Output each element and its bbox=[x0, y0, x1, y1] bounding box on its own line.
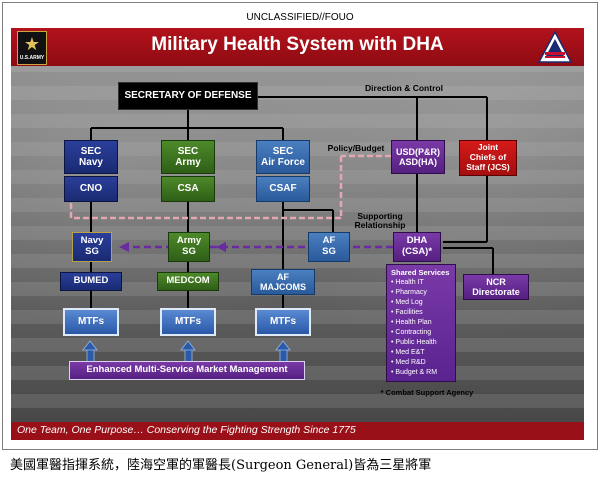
csa-box: CSA bbox=[161, 176, 215, 202]
mtf-army-box: MTFs bbox=[160, 308, 216, 336]
navy-sg-box: Navy SG bbox=[72, 232, 112, 262]
shared-service-item: • Facilities bbox=[391, 309, 423, 316]
sec-navy-box: SEC Navy bbox=[64, 140, 118, 174]
shared-service-item: • Med R&D bbox=[391, 359, 426, 366]
jcs-box: Joint Chiefs of Staff (JCS) bbox=[459, 140, 517, 176]
shared-service-item: • Med E&T bbox=[391, 349, 425, 356]
image-caption: 美國軍醫指揮系統，陸海空軍的軍醫長(Surgeon General)皆為三星將軍 bbox=[10, 458, 432, 473]
mtf-af-box: MTFs bbox=[255, 308, 311, 336]
sec-air-force-box: SEC Air Force bbox=[256, 140, 310, 174]
title-banner: Military Health System with DHA bbox=[11, 28, 584, 66]
bumed-box: BUMED bbox=[60, 272, 122, 291]
army-sg-box: Army SG bbox=[168, 232, 210, 262]
ncr-directorate-box: NCR Directorate bbox=[463, 274, 529, 300]
diagram-area: SECRETARY OF DEFENSE SEC Navy SEC Army S… bbox=[11, 66, 584, 422]
usd-asd-box: USD(P&R) ASD(HA) bbox=[391, 140, 445, 174]
combat-support-agency-note: * Combat Support Agency bbox=[380, 388, 474, 397]
shared-service-item: • Med Log bbox=[391, 299, 423, 306]
af-majcoms-box: AF MAJCOMS bbox=[251, 269, 315, 295]
shared-services-list: Shared Services • Health IT • Pharmacy •… bbox=[386, 264, 456, 382]
footer-motto: One Team, One Purpose… Conserving the Fi… bbox=[17, 424, 356, 436]
shared-service-item: • Health Plan bbox=[391, 319, 432, 326]
af-sg-box: AF SG bbox=[308, 232, 350, 262]
medcom-box: MEDCOM bbox=[157, 272, 219, 291]
csaf-box: CSAF bbox=[256, 176, 310, 202]
footer-banner: One Team, One Purpose… Conserving the Fi… bbox=[11, 422, 584, 440]
policy-budget-label: Policy/Budget bbox=[327, 143, 385, 153]
slide-title: Military Health System with DHA bbox=[151, 34, 444, 55]
cno-box: CNO bbox=[64, 176, 118, 202]
enhanced-market-management-box: Enhanced Multi-Service Market Management bbox=[69, 361, 305, 380]
shared-service-item: • Budget & RM bbox=[391, 369, 438, 376]
dha-logo bbox=[537, 30, 573, 63]
sec-army-box: SEC Army bbox=[161, 140, 215, 174]
shared-service-item: • Contracting bbox=[391, 329, 432, 336]
shared-services-header: Shared Services bbox=[391, 268, 450, 277]
shared-service-item: • Health IT bbox=[391, 279, 424, 286]
dha-box: DHA (CSA)* bbox=[393, 232, 441, 262]
mtf-navy-box: MTFs bbox=[63, 308, 119, 336]
shared-service-item: • Pharmacy bbox=[391, 289, 427, 296]
direction-control-label: Direction & Control bbox=[365, 83, 443, 93]
classification-label: UNCLASSIFIED//FOUO bbox=[246, 12, 354, 23]
shared-service-item: • Public Health bbox=[391, 339, 437, 346]
secretary-of-defense-box: SECRETARY OF DEFENSE bbox=[118, 82, 258, 110]
army-logo: ★ U.S.ARMY bbox=[17, 31, 47, 65]
army-logo-text: U.S.ARMY bbox=[19, 55, 45, 61]
army-star-icon: ★ bbox=[23, 34, 41, 54]
supporting-relationship-label: Supporting Relationship bbox=[354, 211, 406, 231]
